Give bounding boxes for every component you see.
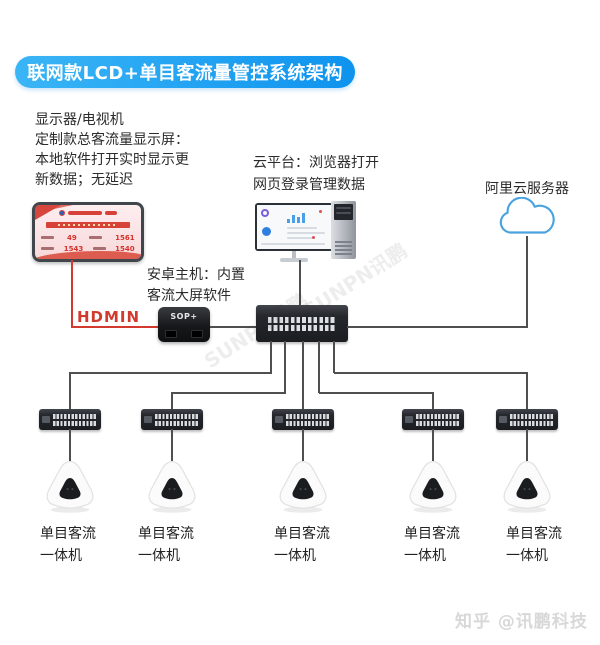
android-host-line2: 客流大屏软件 xyxy=(147,288,231,304)
lcd-title-bar xyxy=(105,211,117,215)
main-network-switch xyxy=(256,305,348,342)
cloud-platform-note: 云平台：浏览器打开 网页登录管理数据 xyxy=(253,152,379,196)
lcd-stats: 49 1561 1543 1540 xyxy=(41,232,135,254)
stat-label-bar xyxy=(41,247,55,250)
camera-device-2 xyxy=(148,461,196,514)
android-box-device: SOP+ xyxy=(158,307,210,342)
edge-switch-1 xyxy=(39,409,101,430)
edge-switch-2 xyxy=(141,409,203,430)
hdmi-cable-vertical xyxy=(71,260,73,327)
stat-value: 1543 xyxy=(63,244,84,253)
cloud-icon xyxy=(499,197,555,234)
display-note-line4: 新数据；无延迟 xyxy=(35,172,133,188)
box-to-switch-cable xyxy=(210,326,257,328)
camera-device-4 xyxy=(409,461,457,514)
lcd-display-device: 49 1561 1543 1540 xyxy=(32,202,144,262)
display-note-line2: 定制款总客流量显示屏： xyxy=(35,132,189,148)
node-label-2: 单目客流一体机 xyxy=(138,526,194,564)
branch-line-5 xyxy=(334,372,528,374)
node-label-4: 单目客流一体机 xyxy=(404,526,460,564)
edge-switch-5 xyxy=(496,409,558,430)
bar-chart-icon xyxy=(287,213,305,223)
camera-cable-2 xyxy=(171,429,173,461)
node-label-3: 单目客流一体机 xyxy=(274,526,330,564)
credit-watermark: 知乎 @讯鹏科技 xyxy=(455,612,588,632)
pc-dashboard-screen xyxy=(257,205,331,249)
camera-cable-4 xyxy=(432,429,434,461)
drop-line-5 xyxy=(526,372,528,410)
camera-device-3 xyxy=(279,461,327,514)
branch-line-1 xyxy=(69,372,272,374)
stat-value: 1540 xyxy=(115,244,135,253)
trunk-line-2 xyxy=(284,341,286,393)
branch-line-4 xyxy=(319,392,434,394)
pie-chart-icon xyxy=(262,227,271,236)
lcd-screen: 49 1561 1543 1540 xyxy=(35,205,141,259)
aliyun-server-label: 阿里云服务器 xyxy=(485,181,569,197)
donut-chart-icon xyxy=(261,209,269,217)
lcd-header xyxy=(35,210,141,216)
drop-line-3 xyxy=(302,341,304,410)
lcd-banner xyxy=(45,222,131,228)
university-emblem-icon xyxy=(59,210,65,216)
edge-switch-4 xyxy=(402,409,464,430)
monitor-stand-base xyxy=(280,258,308,262)
trunk-line-4 xyxy=(318,341,320,393)
cloud-platform-line1: 云平台：浏览器打开 xyxy=(253,155,379,171)
switch-ports xyxy=(268,317,336,333)
hdmi-cable-horizontal xyxy=(71,326,159,328)
trunk-line-1 xyxy=(270,341,272,373)
display-note-line1: 显示器/电视机 xyxy=(35,112,124,128)
drop-line-1 xyxy=(69,372,71,410)
stat-value: 49 xyxy=(67,233,77,242)
android-host-note: 安卓主机：内置 客流大屏软件 xyxy=(147,265,245,307)
monitor-stand xyxy=(292,251,296,259)
cloud-platform-line2: 网页登录管理数据 xyxy=(253,177,365,193)
hills-decoration xyxy=(35,251,141,259)
android-box-ports xyxy=(165,330,203,338)
flag-decoration xyxy=(35,205,61,220)
drop-line-2 xyxy=(171,392,173,410)
pc-tower-device xyxy=(331,201,356,259)
camera-device-5 xyxy=(503,461,551,514)
node-label-5: 单目客流一体机 xyxy=(506,526,562,564)
android-host-line1: 安卓主机：内置 xyxy=(147,267,245,283)
branch-line-2 xyxy=(171,392,286,394)
edge-switch-3 xyxy=(272,409,334,430)
stat-label-bar xyxy=(89,236,103,239)
android-box-label: SOP+ xyxy=(170,312,198,321)
camera-device-1 xyxy=(46,461,94,514)
stat-label-bar xyxy=(41,236,55,239)
hdmi-label: HDMIN xyxy=(77,308,141,326)
pc-to-switch-cable xyxy=(299,260,301,306)
stat-label-bar xyxy=(92,247,106,250)
tower-vent xyxy=(335,241,352,255)
switch-to-cloud-cable-v xyxy=(526,236,528,327)
trunk-line-5 xyxy=(333,341,335,373)
page-title: 联网款LCD+单目客流量管控系统架构 xyxy=(15,56,355,88)
node-label-1: 单目客流一体机 xyxy=(40,526,96,564)
drop-line-4 xyxy=(432,392,434,410)
camera-cable-3 xyxy=(302,429,304,461)
tower-drive-bays xyxy=(334,204,353,220)
stat-value: 1561 xyxy=(115,233,135,242)
display-note-line3: 本地软件打开实时显示更 xyxy=(35,152,189,168)
camera-cable-1 xyxy=(69,429,71,461)
pc-monitor-device xyxy=(255,203,333,251)
switch-to-cloud-cable-h xyxy=(347,326,528,328)
camera-cable-5 xyxy=(526,429,528,461)
lcd-title-bar xyxy=(68,211,102,215)
display-note: 显示器/电视机 定制款总客流量显示屏： 本地软件打开实时显示更 新数据；无延迟 xyxy=(35,110,189,190)
